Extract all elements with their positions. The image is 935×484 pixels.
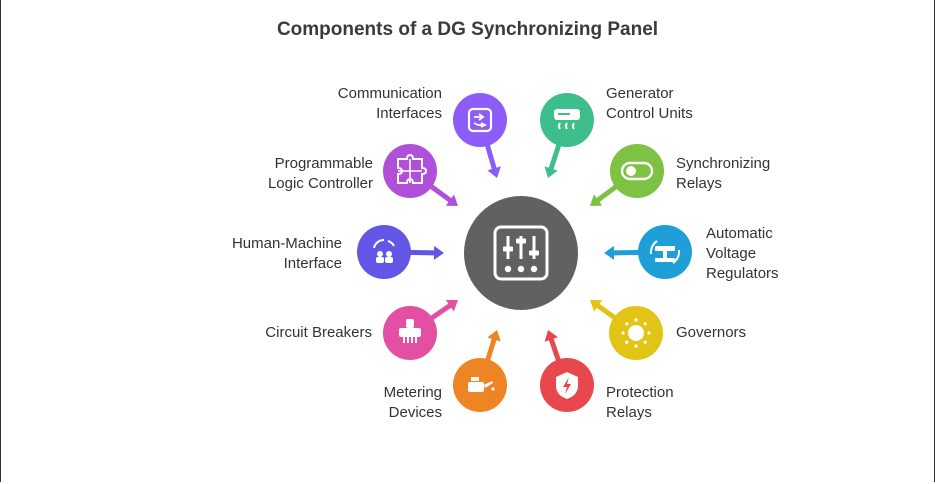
label-governors: Governors — [676, 323, 746, 343]
label-line: Logic Controller — [267, 175, 373, 192]
label-line: Communication — [337, 85, 442, 102]
arrow-automatic-voltage-regulators — [604, 245, 645, 260]
node-generator-control-units — [540, 93, 594, 147]
node-metering-devices — [453, 358, 507, 412]
node-programmable-logic-controller — [383, 144, 437, 198]
label-line: Automatic — [706, 225, 773, 242]
arrow-programmable-logic-controller — [426, 182, 458, 206]
share-arrows-icon — [467, 107, 493, 133]
node-human-machine-interface — [357, 225, 411, 279]
node-communication-interfaces — [453, 93, 507, 147]
label-circuit-breakers: Circuit Breakers — [265, 323, 372, 343]
toggle-switch-icon — [620, 161, 654, 181]
plug-icon — [399, 319, 421, 343]
node-circuit-breakers — [383, 306, 437, 360]
arrow-metering-devices — [484, 330, 501, 366]
label-line: Protection — [606, 384, 674, 401]
oil-can-icon — [468, 377, 495, 392]
diagram-title: Components of a DG Synchronizing Panel — [276, 19, 659, 40]
arrow-human-machine-interface — [404, 245, 444, 260]
label-line: Devices — [388, 404, 442, 421]
label-line: Metering — [383, 384, 442, 401]
arrow-protection-relays — [544, 330, 562, 366]
knob-icon — [621, 318, 651, 348]
label-line: Relays — [606, 404, 652, 421]
node-synchronizing-relays — [610, 144, 664, 198]
user-sync-icon — [373, 238, 395, 263]
label-line: Regulators — [706, 265, 779, 282]
label-line: Programmable — [274, 155, 373, 172]
node-governors — [609, 306, 663, 360]
label-line: Relays — [676, 175, 722, 192]
arrow-circuit-breakers — [426, 299, 458, 323]
arrow-governors — [590, 300, 620, 323]
node-automatic-voltage-regulators — [638, 225, 692, 279]
label-line: Circuit Breakers — [265, 324, 372, 341]
arrow-communication-interfaces — [483, 139, 501, 178]
label-line: Governors — [676, 324, 747, 341]
puzzle-icon — [397, 153, 428, 184]
label-line: Interface — [283, 255, 342, 272]
node-protection-relays — [540, 358, 594, 412]
shield-bolt-icon — [556, 372, 578, 399]
label-line: Generator — [606, 85, 674, 102]
arrow-generator-control-units — [544, 139, 563, 178]
central-hub — [464, 196, 578, 310]
label-line: Human-Machine — [231, 235, 342, 252]
label-line: Synchronizing — [676, 155, 771, 172]
rotate-regulator-icon — [649, 240, 681, 264]
sliders-icon — [493, 225, 549, 281]
arrow-synchronizing-relays — [590, 182, 622, 206]
label-line: Control Units — [606, 105, 693, 122]
heater-unit-icon — [554, 109, 580, 130]
label-line: Voltage — [706, 245, 757, 262]
label-line: Interfaces — [376, 105, 442, 122]
